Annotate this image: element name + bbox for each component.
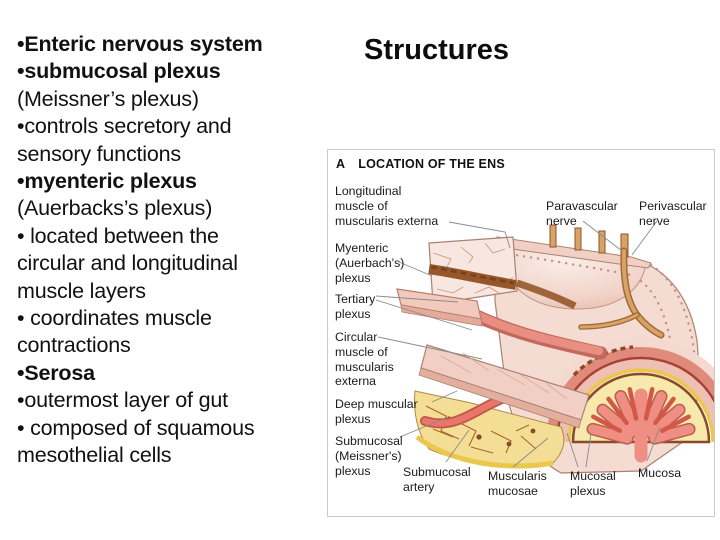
bullet-line: (Auerbacks’s plexus) [17, 196, 213, 221]
mucosa-fan [571, 372, 711, 463]
label-submucosal-meissners-plexus: Submucosal(Meissner's)plexus [335, 434, 403, 478]
bullet-line: • composed of squamous [17, 415, 255, 440]
longitudinal-muscle-flap [428, 236, 577, 310]
bullet-line: circular and longitudinal [17, 251, 238, 276]
villi [586, 386, 696, 463]
tertiary-plexus-sheet [396, 288, 608, 360]
bullet-line: •Enteric nervous system [17, 32, 263, 56]
leader-lines [375, 220, 661, 468]
ens-illustration [375, 220, 714, 474]
bullet-line: sensory functions [17, 141, 181, 166]
bullet-line: mesothelial cells [17, 443, 172, 468]
label-mucosa: Mucosa [638, 466, 682, 480]
slide-title: Structures [364, 34, 510, 66]
bullet-line: •controls secretory and [17, 114, 232, 139]
bullet-line: •outermost layer of gut [17, 388, 228, 413]
panel-header: A LOCATION OF THE ENS [336, 157, 505, 171]
bullet-line: •myenteric plexus [17, 169, 197, 194]
panel-title: LOCATION OF THE ENS [358, 157, 505, 171]
bullet-line: •Serosa [17, 360, 95, 385]
myenteric-plexus-band [428, 264, 517, 290]
bullet-line: • coordinates muscle [17, 306, 212, 331]
paravascular-nerve-posts [549, 224, 629, 258]
label-myenteric-plexus: Myenteric(Auerbach's)plexus [335, 241, 405, 285]
bullet-line: • located between the [17, 223, 219, 248]
perivascular-nerve-trunk [578, 247, 665, 339]
circular-muscle-sheet [418, 344, 590, 429]
bullet-list: •Enteric nervous system •submucosal plex… [17, 31, 337, 470]
bullet-line: (Meissner’s plexus) [17, 86, 199, 111]
panel-letter: A [336, 157, 346, 171]
bullet-line: •submucosal plexus [17, 59, 221, 84]
bullet-line: muscle layers [17, 278, 146, 303]
bullet-line: contractions [17, 333, 131, 358]
muscle-web-texture [432, 242, 514, 294]
